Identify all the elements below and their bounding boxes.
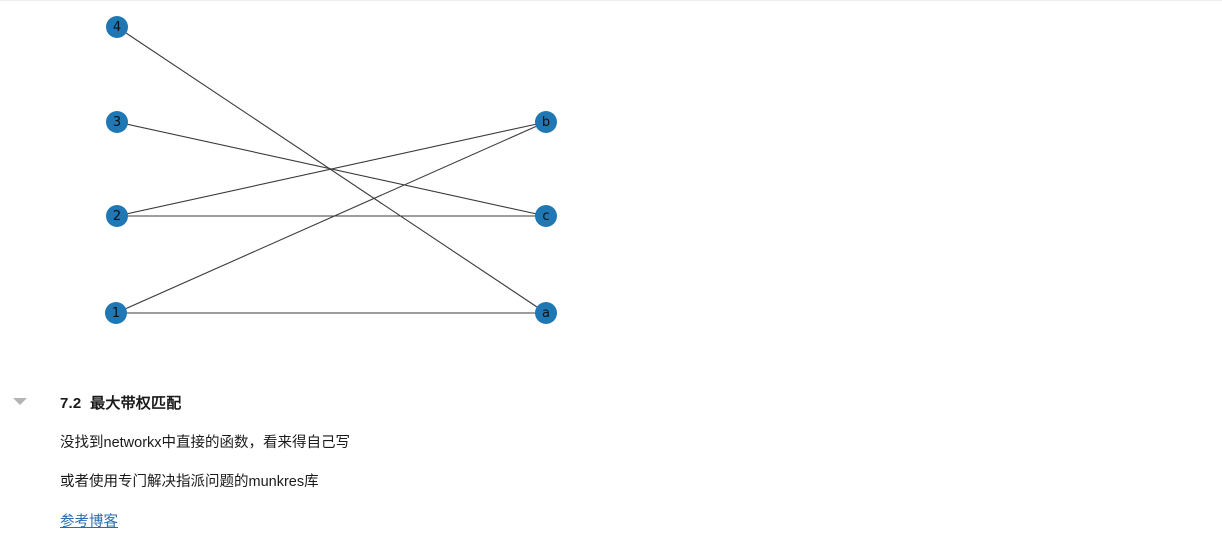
node-label: a [542,306,550,321]
graph-canvas: 4 3 2 1 b c a [105,16,557,324]
reference-blog-link[interactable]: 参考博客 [60,514,118,530]
paragraph-2: 或者使用专门解决指派问题的munkres库 [60,474,319,490]
graph-node-a: a [535,302,557,324]
triangle-down-icon[interactable] [13,398,27,405]
paragraph-1: 没找到networkx中直接的函数，看来得自己写 [60,435,351,451]
node-circle [106,205,128,227]
graph-node-1: 1 [105,302,127,324]
graph-nodes: 4 3 2 1 b c a [105,16,557,324]
graph-node-b: b [535,111,557,133]
graph-node-c: c [535,205,557,227]
node-label: 1 [112,306,120,321]
node-circle [535,111,557,133]
node-label: b [542,115,550,130]
node-circle [535,302,557,324]
node-label: 4 [113,20,121,35]
node-label: 2 [113,209,121,224]
node-circle [535,205,557,227]
page-title: 7.2 最大带权匹配 [60,395,182,412]
graph-edge [115,121,547,314]
graph-edges [115,26,547,314]
bipartite-graph-figure: 4 3 2 1 b c a [0,0,700,360]
graph-node-3: 3 [106,111,128,133]
section-content: 7.2 最大带权匹配 没找到networkx中直接的函数，看来得自己写 或者使用… [60,382,1160,533]
node-circle [106,16,128,38]
graph-node-4: 4 [106,16,128,38]
top-divider [0,0,1222,1]
node-label: c [542,209,549,224]
graph-node-2: 2 [106,205,128,227]
node-circle [105,302,127,324]
node-circle [106,111,128,133]
node-label: 3 [113,115,121,130]
graph-edge [116,26,547,314]
graph-edge [116,121,547,217]
